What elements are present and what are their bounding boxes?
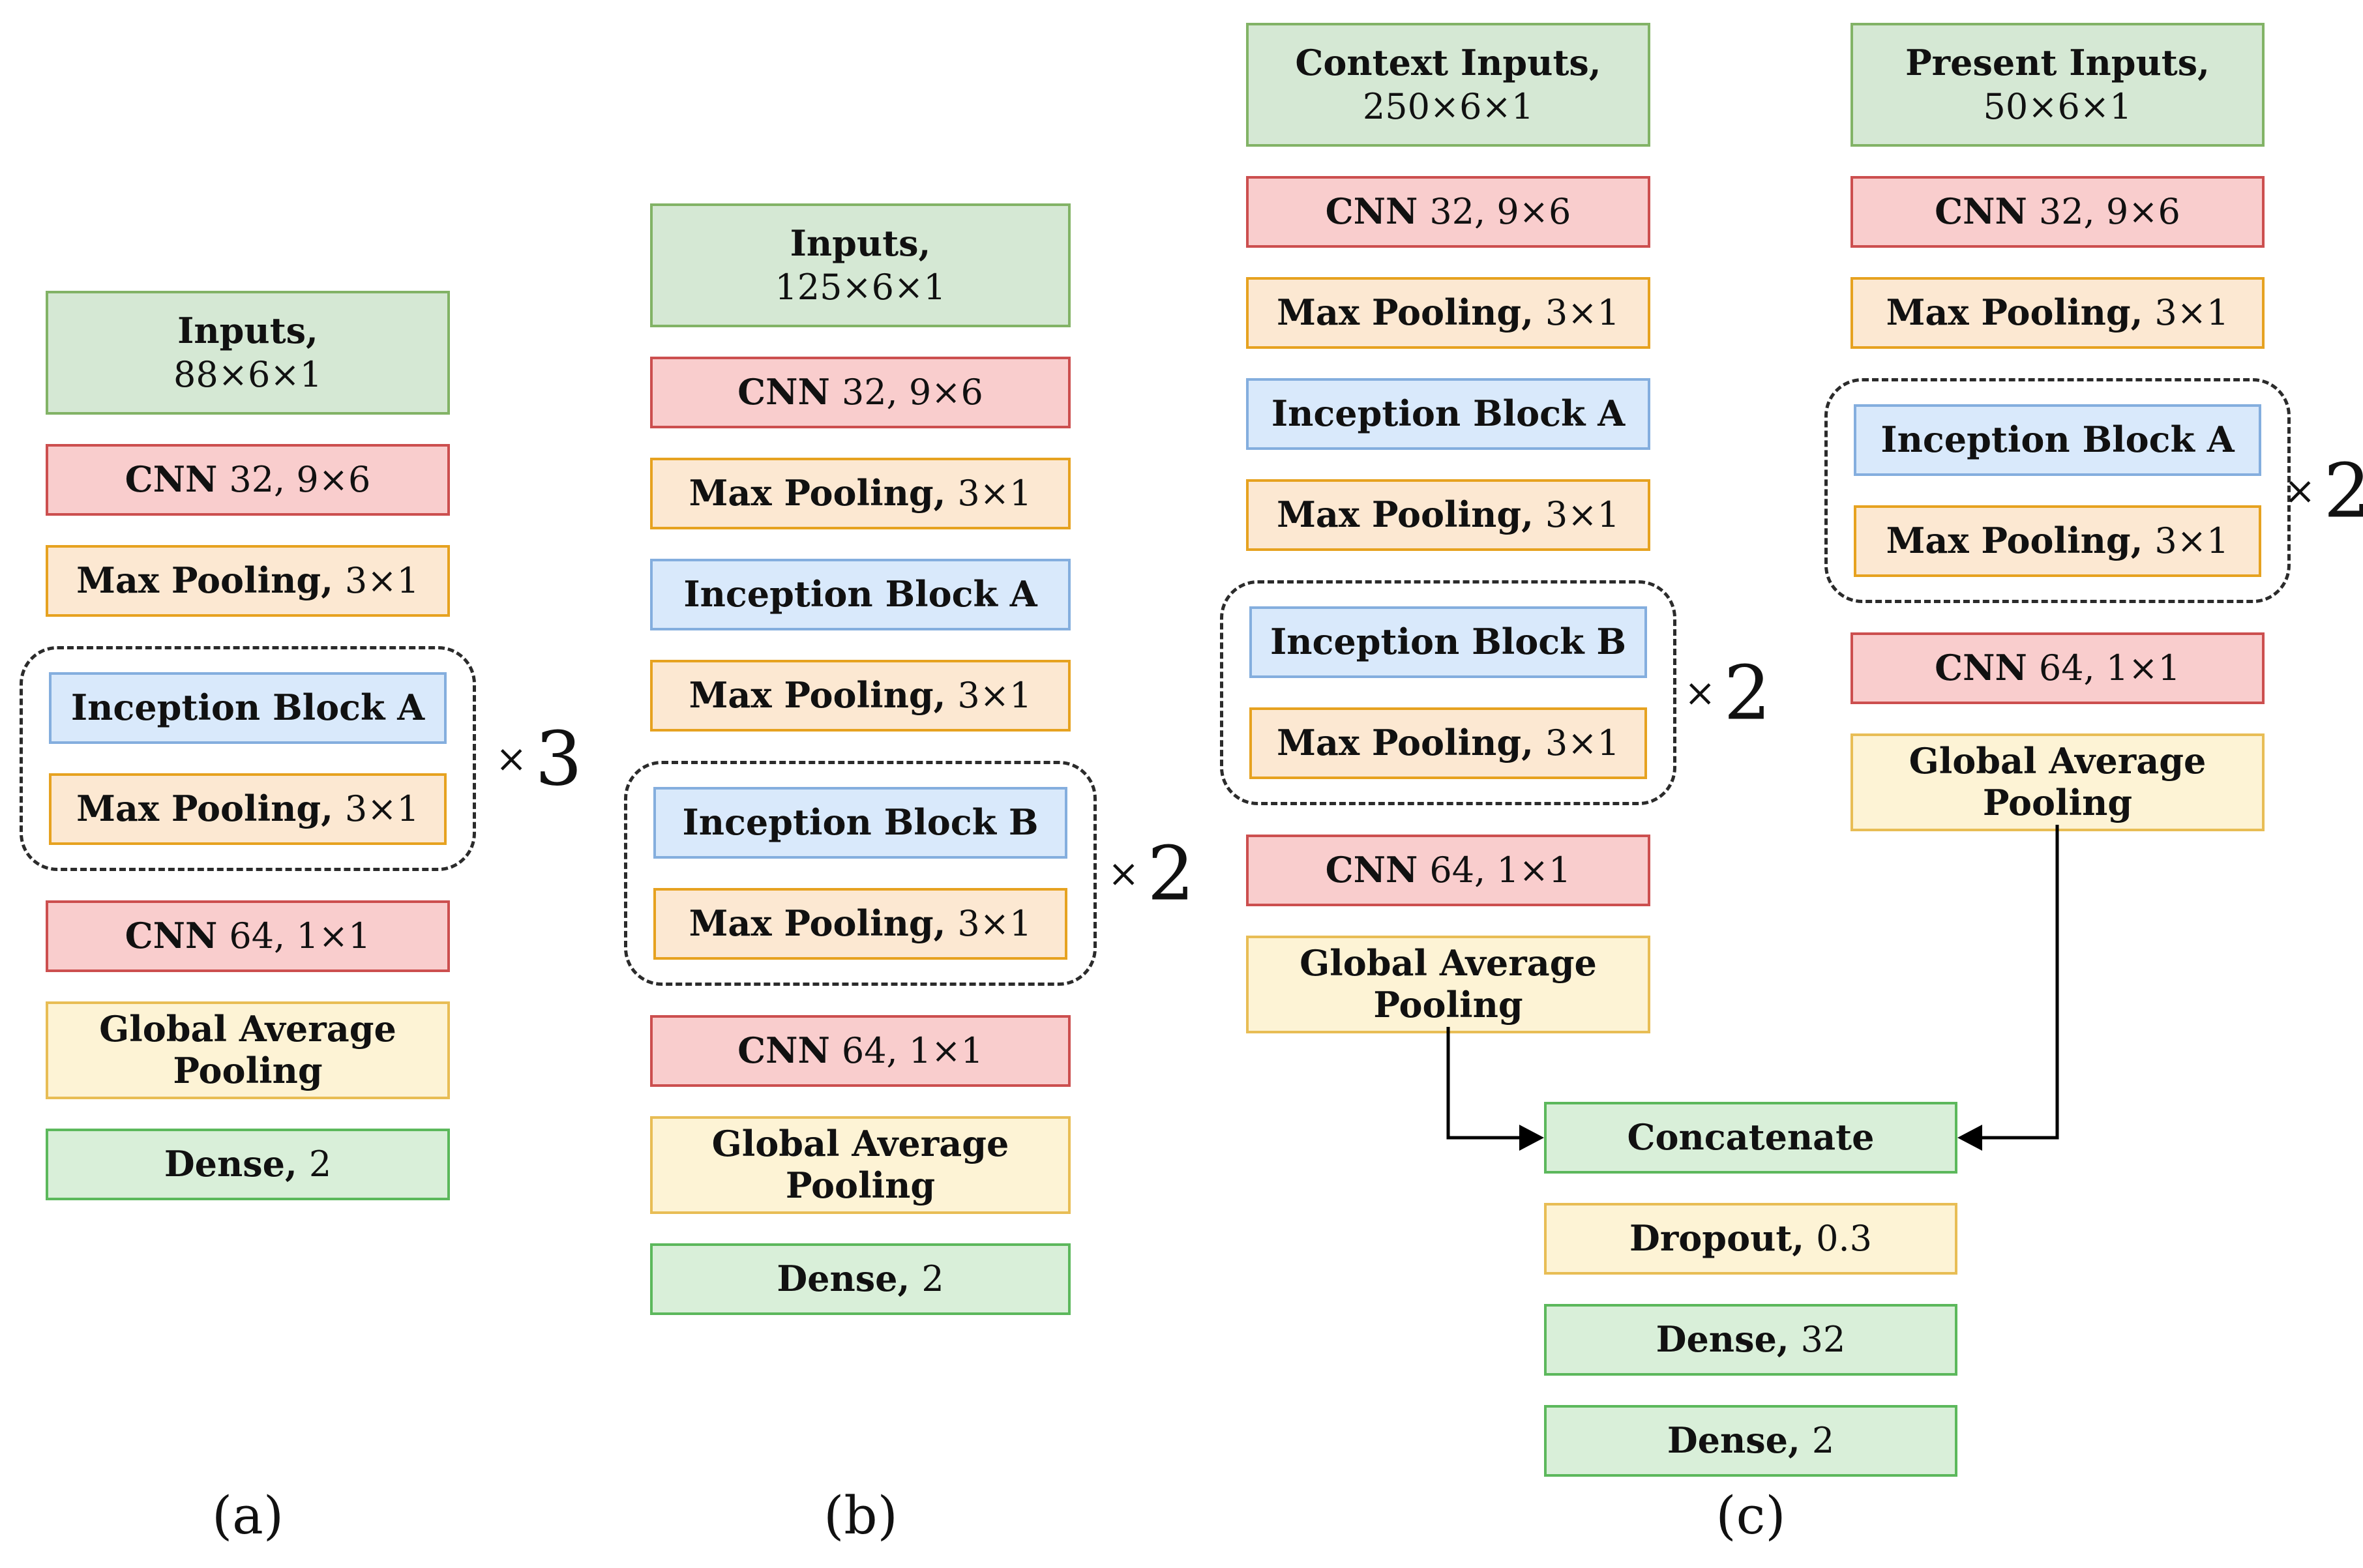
box-present-inputs: Present Inputs, 50×6×1 — [1850, 23, 2265, 147]
caption-a: (a) — [211, 1485, 284, 1546]
box-max-pooling: Max Pooling,3×1 — [1850, 277, 2265, 349]
repeat-group-b: Inception Block B Max Pooling,3×1 ×2 — [624, 761, 1195, 986]
box-max-pooling: Max Pooling,3×1 — [1249, 707, 1647, 779]
repeat-group-c-present: Inception Block A Max Pooling,3×1 ×2 — [1824, 378, 2363, 603]
box-global-average-pooling: Global Average Pooling — [46, 1001, 450, 1099]
caption-c: (c) — [1716, 1485, 1786, 1546]
caption-b: (b) — [824, 1485, 898, 1546]
box-inputs: Inputs, 125×6×1 — [650, 203, 1071, 327]
repeat-count-label: ×2 — [2283, 447, 2363, 534]
box-inputs: Inputs, 88×6×1 — [46, 291, 450, 415]
column-c-merge-stack: Concatenate Dropout,0.3 Dense,32 Dense,2 — [1544, 1102, 1957, 1477]
box-max-pooling: Max Pooling,3×1 — [46, 545, 450, 617]
box-dense-2: Dense,2 — [46, 1129, 450, 1200]
box-inception-block-a: Inception Block A — [650, 559, 1071, 630]
box-max-pooling: Max Pooling,3×1 — [653, 888, 1067, 960]
repeat-group-c-context: Inception Block B Max Pooling,3×1 ×2 — [1220, 580, 1771, 805]
arrowhead-context — [1519, 1125, 1544, 1151]
arrow-present-to-concatenate — [1976, 825, 2059, 1140]
box-global-average-pooling: Global Average Pooling — [650, 1116, 1071, 1214]
box-dropout: Dropout,0.3 — [1544, 1203, 1957, 1275]
box-inception-block-a: Inception Block A — [1246, 378, 1650, 450]
box-dense-2: Dense,2 — [650, 1243, 1071, 1315]
box-max-pooling: Max Pooling,3×1 — [49, 773, 447, 845]
repeat-group-a: Inception Block A Max Pooling,3×1 ×3 — [20, 646, 582, 871]
box-context-inputs: Context Inputs, 250×6×1 — [1246, 23, 1650, 147]
box-max-pooling: Max Pooling,3×1 — [650, 458, 1071, 529]
box-inception-block-a: Inception Block A — [1854, 404, 2261, 476]
box-inception-block-b: Inception Block B — [653, 787, 1067, 859]
box-concatenate: Concatenate — [1544, 1102, 1957, 1174]
repeat-count-label: ×2 — [1107, 830, 1195, 917]
box-max-pooling: Max Pooling,3×1 — [1854, 505, 2261, 577]
arrow-context-to-concatenate — [1446, 1027, 1526, 1140]
box-inception-block-a: Inception Block A — [49, 672, 447, 744]
box-max-pooling: Max Pooling,3×1 — [650, 660, 1071, 732]
box-inception-block-b: Inception Block B — [1249, 606, 1647, 678]
repeat-count-label: ×3 — [495, 715, 582, 802]
box-global-average-pooling: Global Average Pooling — [1246, 936, 1650, 1033]
box-dense-2: Dense,2 — [1544, 1405, 1957, 1477]
repeat-count-label: ×2 — [1684, 649, 1771, 736]
box-max-pooling: Max Pooling,3×1 — [1246, 277, 1650, 349]
box-max-pooling: Max Pooling,3×1 — [1246, 479, 1650, 551]
arrowhead-present — [1957, 1125, 1982, 1151]
box-dense-32: Dense,32 — [1544, 1304, 1957, 1376]
